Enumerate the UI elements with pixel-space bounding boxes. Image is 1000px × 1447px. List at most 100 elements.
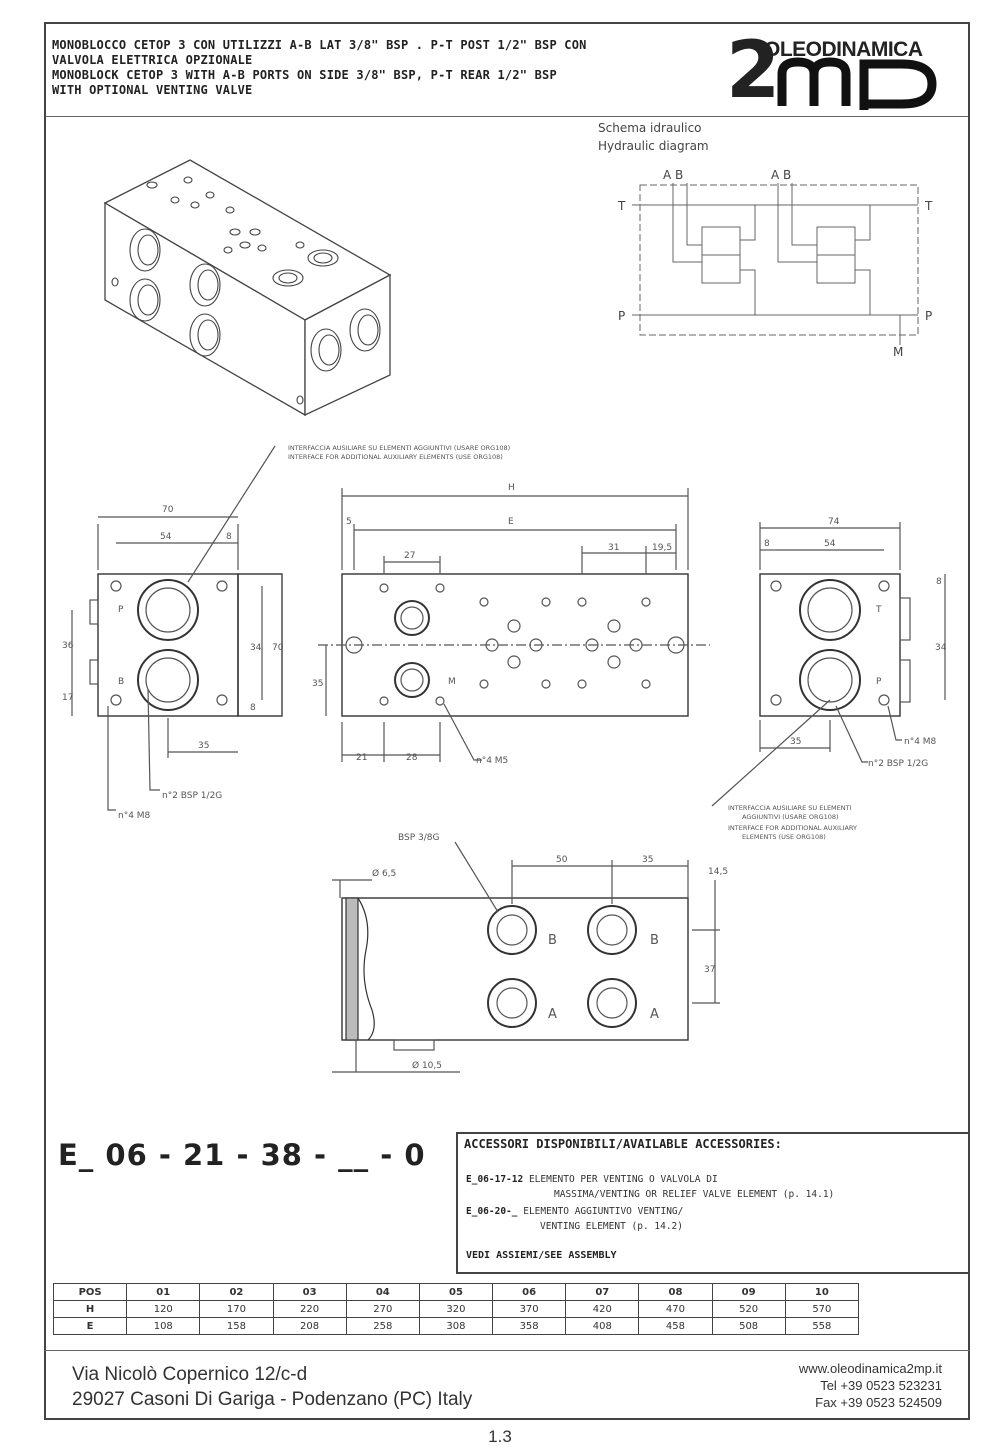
logo-mp-mark [777, 57, 937, 110]
bottom-port-a2: A [650, 1007, 659, 1022]
right-dim-74: 74 [828, 517, 840, 527]
top-dim-e: E [508, 517, 514, 527]
footer-divider [44, 1350, 970, 1351]
title-line-1: MONOBLOCCO CETOP 3 CON UTILIZZI A-B LAT … [52, 38, 587, 52]
title-block: MONOBLOCCO CETOP 3 CON UTILIZZI A-B LAT … [46, 24, 968, 117]
left-tap-note: n°4 M8 [118, 811, 151, 821]
table-header-row: POS 01 02 03 04 05 06 07 08 09 10 [52, 1283, 860, 1301]
right-dim-54: 54 [824, 539, 836, 549]
top-dim-31: 31 [608, 543, 619, 553]
accessory-2-line-1: E_06-20-_ ELEMENTO AGGIUNTIVO VENTING/ [466, 1206, 683, 1217]
table-cell: 370 [492, 1300, 567, 1318]
left-port-p: P [118, 605, 124, 615]
accessories-box: ACCESSORI DISPONIBILI/AVAILABLE ACCESSOR… [456, 1132, 970, 1274]
hydraulic-port-ab-2: A B [771, 168, 791, 182]
note-en-2b: ELEMENTS (USE ORG108) [742, 833, 826, 841]
top-dim-21: 21 [356, 753, 367, 763]
hydraulic-port-t-right: T [924, 199, 933, 213]
table-cell: 170 [199, 1300, 274, 1318]
left-port-b: B [118, 677, 124, 687]
table-row: E 108 158 208 258 308 358 408 458 508 55… [52, 1317, 860, 1335]
note-en-2a: INTERFACE FOR ADDITIONAL AUXILIARY [728, 824, 857, 832]
table-cell: 508 [711, 1317, 786, 1335]
right-tap-note: n°4 M8 [904, 737, 937, 747]
table-cell: 208 [272, 1317, 347, 1335]
table-header-cell: 08 [638, 1283, 713, 1301]
bottom-dim-6-5: Ø 6,5 [372, 868, 396, 879]
table-cell: 558 [784, 1317, 860, 1335]
top-dim-35: 35 [312, 679, 323, 689]
note-it-1: INTERFACCIA AUSILIARE SU ELEMENTI AGGIUN… [288, 444, 510, 452]
table-header-cell: 03 [272, 1283, 347, 1301]
table-cell: H [52, 1300, 128, 1318]
hydraulic-port-p-left: P [618, 309, 625, 323]
table-header-cell: POS [52, 1283, 128, 1301]
hydraulic-diagram [632, 183, 919, 345]
table-cell: 270 [345, 1300, 420, 1318]
top-port-m: M [448, 677, 456, 687]
bottom-dim-14-5: 14,5 [708, 867, 728, 877]
accessories-footer: VEDI ASSIEMI/SEE ASSEMBLY [466, 1250, 617, 1261]
right-hole-note: n°2 BSP 1/2G [868, 759, 928, 769]
top-thread-note: n°4 M5 [476, 756, 508, 766]
bottom-dim-35: 35 [642, 855, 653, 865]
bottom-bsp-note: BSP 3/8G [398, 833, 440, 843]
contact-tel: Tel +39 0523 523231 [820, 1378, 942, 1393]
page-number: 1.3 [488, 1427, 512, 1446]
top-view [318, 488, 710, 762]
bottom-port-b1: B [548, 933, 557, 948]
table-cell: 570 [784, 1300, 860, 1318]
hydraulic-label-en: Hydraulic diagram [598, 139, 709, 153]
table-cell: 308 [418, 1317, 494, 1335]
hydraulic-port-m: M [893, 345, 903, 359]
bottom-dim-37: 37 [704, 965, 715, 975]
left-hole-note: n°2 BSP 1/2G [162, 791, 222, 801]
front-view [332, 841, 720, 1073]
company-logo: 2 OLEODINAMICA [726, 26, 956, 116]
note-it-2b: AGGIUNTIVI (USARE ORG108) [742, 813, 839, 821]
table-cell: 258 [345, 1317, 420, 1335]
address-line-2: 29027 Casoni Di Gariga - Podenzano (PC) … [72, 1389, 473, 1410]
table-header-cell: 04 [345, 1283, 420, 1301]
accessory-2-code: E_06-20-_ [466, 1206, 518, 1217]
hydraulic-port-ab-1: A B [663, 168, 683, 182]
left-dim-8b: 8 [250, 703, 256, 713]
accessory-1-code: E_06-17-12 [466, 1174, 524, 1185]
note-en-1: INTERFACE FOR ADDITIONAL AUXILIARY ELEME… [288, 453, 503, 461]
left-dim-54: 54 [160, 532, 172, 542]
table-cell: 520 [711, 1300, 786, 1318]
table-header-cell: 10 [784, 1283, 860, 1301]
title-line-3: MONOBLOCK CETOP 3 WITH A-B PORTS ON SIDE… [52, 68, 557, 82]
hydraulic-label-it: Schema idraulico [598, 121, 702, 135]
company-contact: www.oleodinamica2mp.it Tel +39 0523 5232… [799, 1360, 942, 1411]
right-dim-8b: 8 [936, 577, 942, 587]
title-line-2: VALVOLA ELETTRICA OPZIONALE [52, 53, 253, 67]
top-dim-28: 28 [406, 753, 418, 763]
right-dim-8: 8 [764, 539, 770, 549]
table-cell: 320 [418, 1300, 494, 1318]
accessory-1-desc-1: ELEMENTO PER VENTING O VALVOLA DI [528, 1174, 718, 1185]
company-address: Via Nicolò Copernico 12/c-d 29027 Casoni… [72, 1362, 472, 1412]
accessory-2-desc-1: ELEMENTO AGGIUNTIVO VENTING/ [523, 1206, 684, 1217]
drawing-title: MONOBLOCCO CETOP 3 CON UTILIZZI A-B LAT … [52, 38, 742, 98]
address-line-1: Via Nicolò Copernico 12/c-d [72, 1364, 308, 1385]
table-cell: 408 [565, 1317, 640, 1335]
table-cell: 120 [126, 1300, 201, 1318]
table-header-cell: 07 [565, 1283, 640, 1301]
accessory-2-desc-2: VENTING ELEMENT (p. 14.2) [540, 1221, 683, 1232]
bottom-port-a1: A [548, 1007, 557, 1022]
bottom-dim-10-5: Ø 10,5 [412, 1060, 442, 1071]
table-cell: 420 [565, 1300, 640, 1318]
note-it-2a: INTERFACCIA AUSILIARE SU ELEMENTI [728, 804, 852, 812]
top-dim-h: H [508, 483, 515, 493]
bottom-dim-50: 50 [556, 855, 568, 865]
drawing-sheet: MONOBLOCCO CETOP 3 CON UTILIZZI A-B LAT … [44, 22, 970, 1420]
left-side-view [71, 445, 283, 811]
drawing-labels: Schema idraulico Hydraulic diagram A B A… [62, 121, 947, 1071]
table-header-cell: 02 [199, 1283, 274, 1301]
logo-number: 2 [726, 26, 780, 116]
table-cell: 108 [126, 1317, 201, 1335]
left-dim-34: 34 [250, 643, 262, 653]
position-table: POS 01 02 03 04 05 06 07 08 09 10 H 120 … [52, 1283, 860, 1335]
right-port-p: P [876, 677, 882, 687]
